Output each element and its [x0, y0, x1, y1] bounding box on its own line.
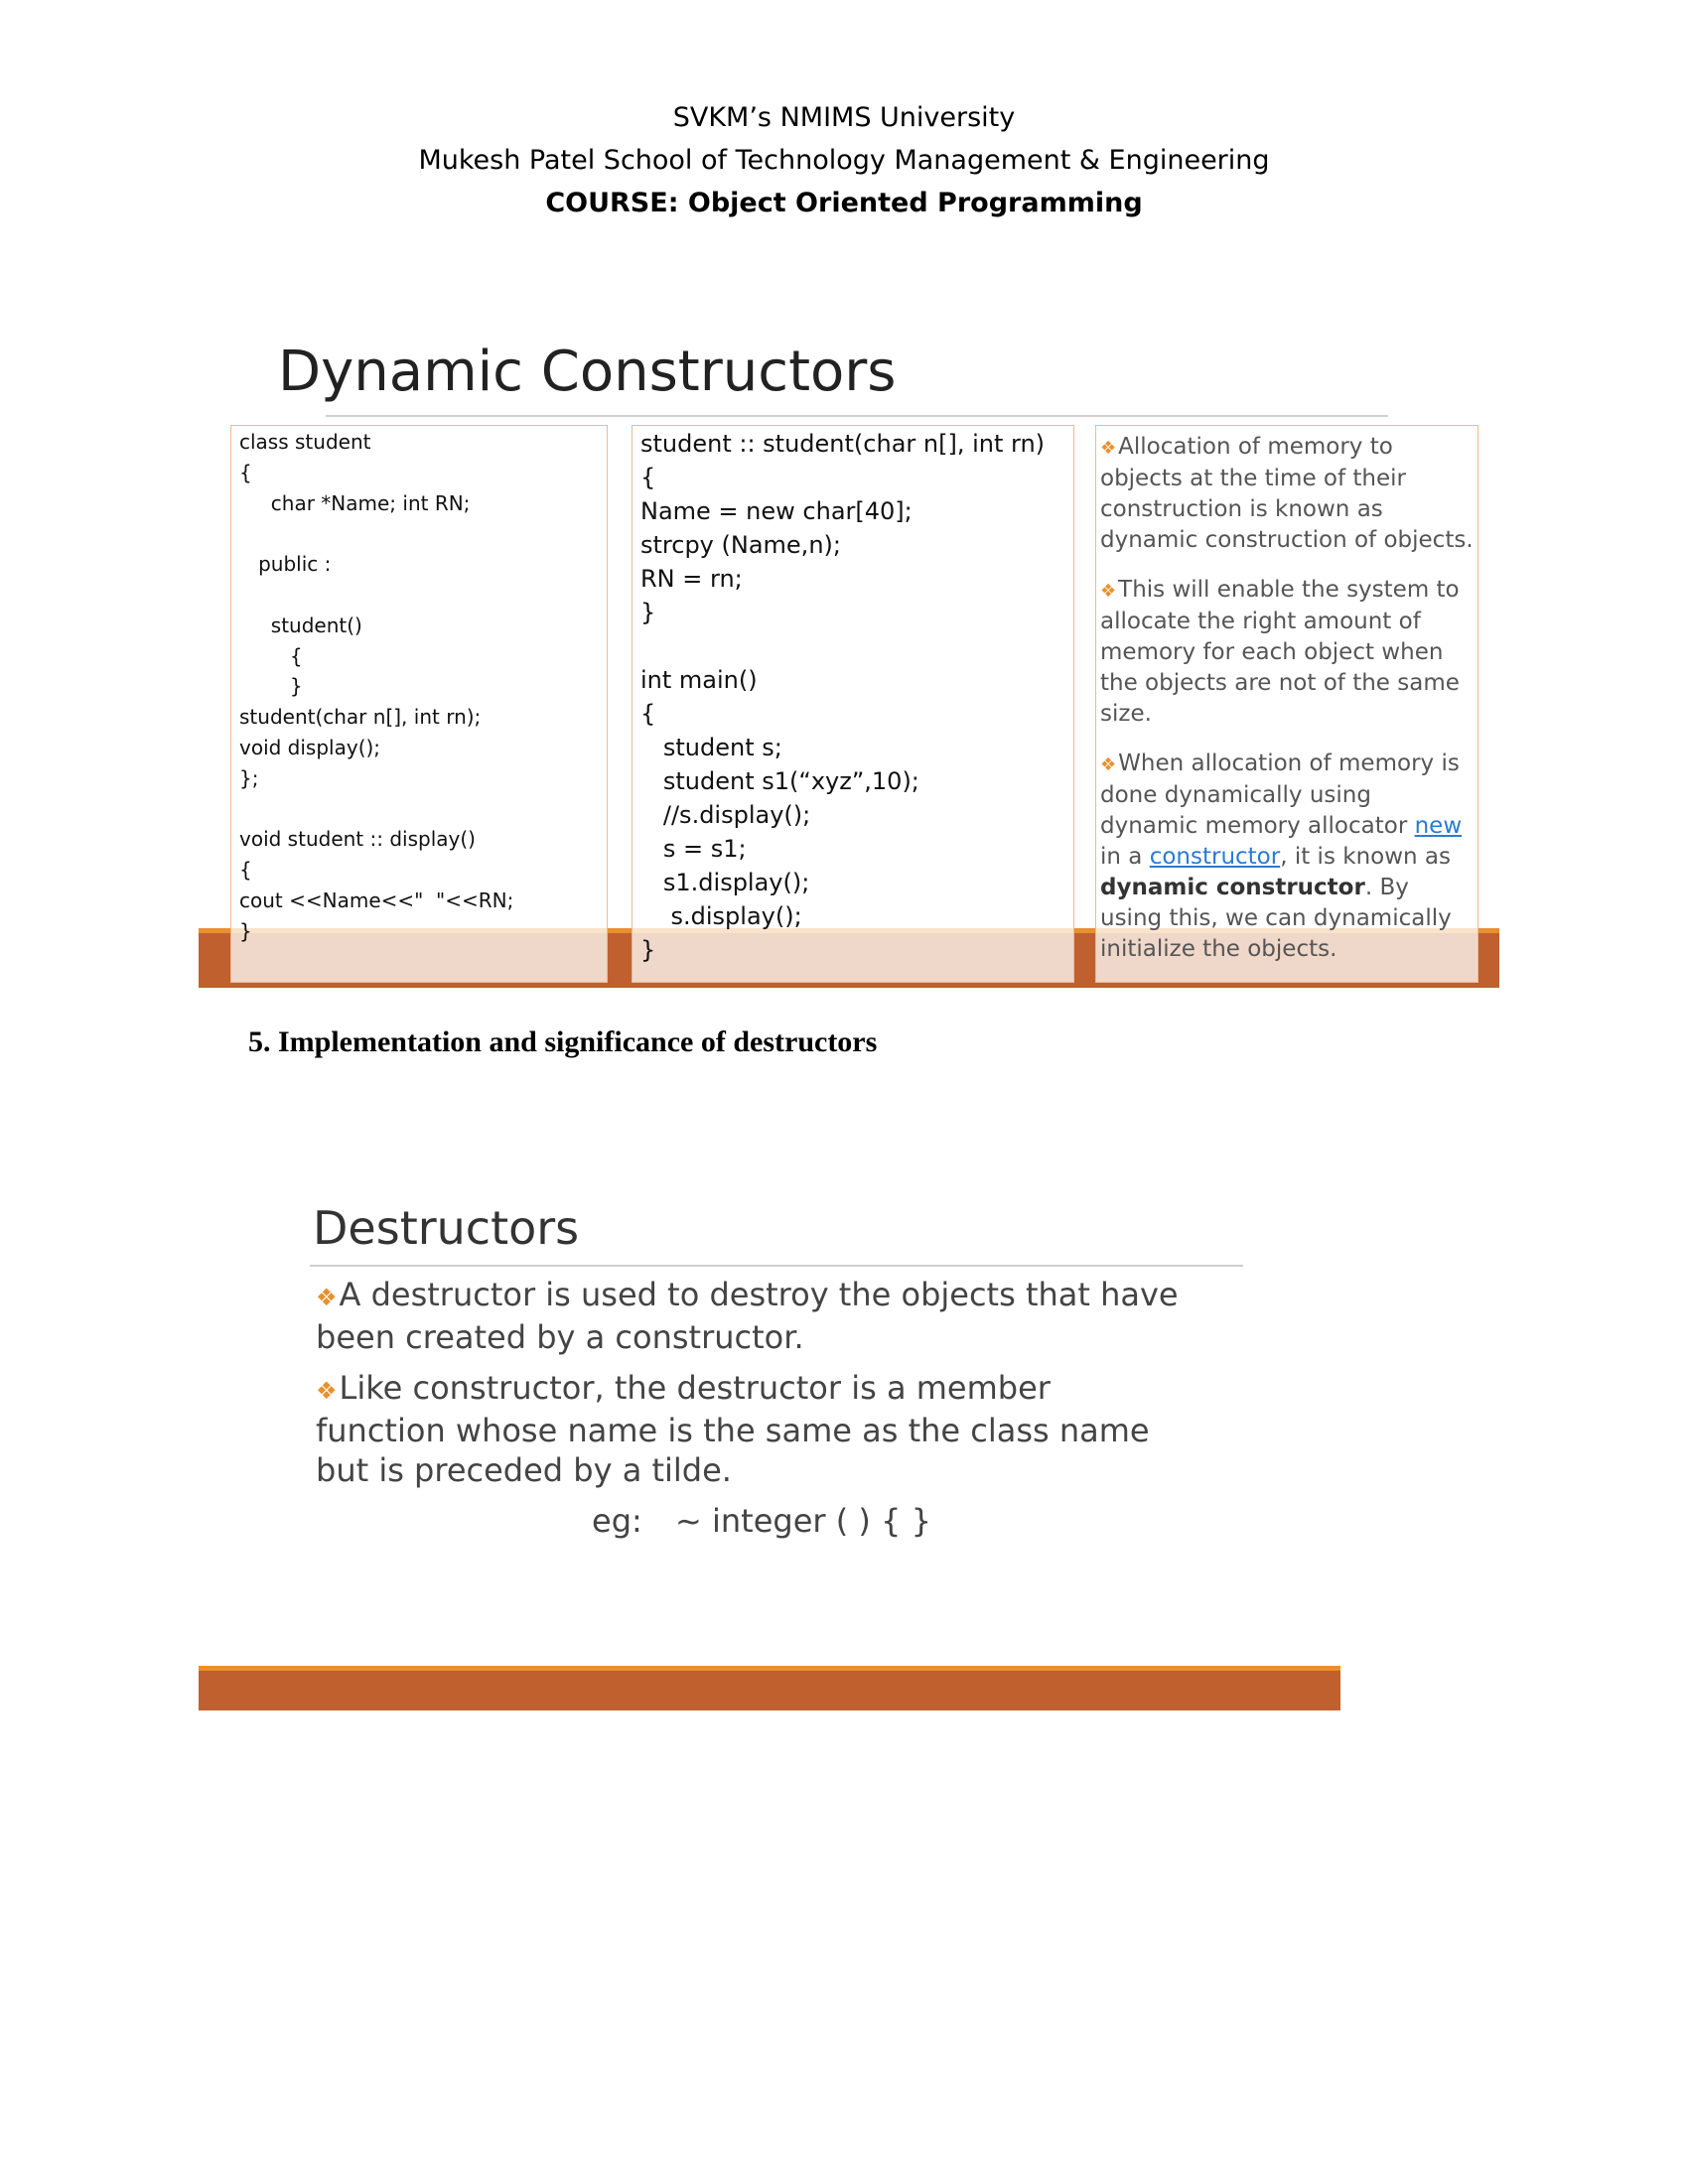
- code-line: }: [239, 674, 303, 699]
- bullet-item: ❖When allocation of memory is done dynam…: [1100, 751, 1463, 962]
- code-line: student(): [239, 613, 362, 637]
- code-line: student(char n[], int rn);: [239, 705, 482, 730]
- explanation-box: ❖Allocation of memory to objects at the …: [1095, 425, 1478, 983]
- bullet-item: ❖A destructor is used to destroy the obj…: [316, 1276, 1179, 1356]
- code-line: {: [239, 643, 303, 668]
- code-line: void student :: display(): [239, 827, 476, 852]
- slide-destructors: Destructors ❖A destructor is used to des…: [199, 1171, 1340, 1717]
- code-line: }: [640, 936, 656, 964]
- code-line: s.display();: [640, 902, 802, 930]
- slide-dynamic-constructors: Dynamic Constructors class student { char…: [199, 318, 1499, 993]
- code-line: {: [239, 460, 252, 484]
- code-line: class student: [239, 430, 371, 454]
- code-line: //s.display();: [640, 801, 811, 829]
- code-line: s = s1;: [640, 835, 747, 863]
- diamond-bullet-icon: ❖: [1100, 754, 1117, 775]
- slide-title: Destructors: [313, 1201, 580, 1255]
- main-code-box: student :: student(char n[], int rn){Nam…: [632, 425, 1074, 983]
- code-line: public :: [239, 552, 332, 577]
- university-name: SVKM’s NMIMS University: [672, 102, 1016, 133]
- example-label: eg:: [592, 1502, 642, 1540]
- diamond-bullet-icon: ❖: [1100, 438, 1117, 459]
- code-line: {: [640, 700, 656, 728]
- code-line: strcpy (Name,n);: [640, 531, 841, 559]
- bullet-item: ❖Like constructor, the destructor is a m…: [316, 1369, 1150, 1489]
- course-title: COURSE: Object Oriented Programming: [545, 188, 1143, 218]
- slide-title: Dynamic Constructors: [278, 340, 897, 404]
- code-line: };: [239, 765, 259, 790]
- code-line: void display();: [239, 736, 381, 759]
- school-name: Mukesh Patel School of Technology Manage…: [418, 145, 1270, 176]
- code-line: s1.display();: [640, 869, 810, 896]
- slide-footer-band: [199, 1666, 1340, 1710]
- code-line: Name = new char[40];: [640, 497, 913, 525]
- code-line: {: [640, 464, 656, 491]
- code-line: student s1(“xyz”,10);: [640, 767, 919, 795]
- bullet-item: ❖Allocation of memory to objects at the …: [1100, 434, 1474, 553]
- code-line: {: [239, 858, 252, 883]
- code-line: int main(): [640, 666, 758, 694]
- class-definition-box: class student { char *Name; int RN; publi…: [230, 425, 608, 983]
- code-line: char *Name; int RN;: [239, 490, 471, 515]
- section-heading: 5. Implementation and significance of de…: [248, 1025, 878, 1058]
- new-link[interactable]: new: [1414, 813, 1463, 839]
- diamond-bullet-icon: ❖: [316, 1377, 338, 1405]
- title-rule: [326, 415, 1388, 417]
- title-rule: [310, 1265, 1243, 1267]
- diamond-bullet-icon: ❖: [1100, 581, 1117, 602]
- diamond-bullet-icon: ❖: [316, 1284, 338, 1311]
- code-line: cout <<Name<<" "<<RN;: [239, 888, 514, 912]
- code-line: RN = rn;: [640, 565, 743, 593]
- code-line: student :: student(char n[], int rn): [640, 430, 1046, 458]
- constructor-link[interactable]: constructor: [1149, 844, 1281, 870]
- bullet-item: ❖This will enable the system to allocate…: [1100, 577, 1460, 727]
- example-code: ~ integer ( ) { }: [675, 1502, 931, 1540]
- code-line: student s;: [640, 734, 782, 761]
- code-line: }: [640, 599, 656, 626]
- code-line: }: [239, 918, 252, 943]
